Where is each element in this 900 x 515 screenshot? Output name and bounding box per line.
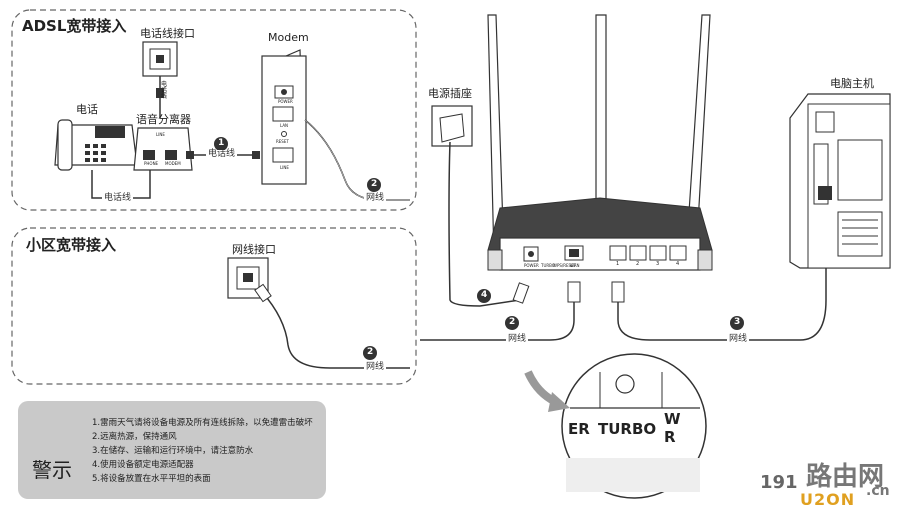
- zoom-text-turbo: TURBO: [598, 420, 657, 438]
- community-section-frame: [11, 227, 417, 385]
- zoom-detail: [561, 353, 707, 499]
- splitter-icon: [133, 127, 193, 171]
- modem-port-reset: RESET: [276, 139, 289, 144]
- step-2-wan: 2: [509, 317, 516, 327]
- warning-title: 警示: [32, 458, 72, 482]
- splitter-port-phone: PHONE: [144, 161, 159, 166]
- adsl-section-title: ADSL宽带接入: [22, 17, 127, 35]
- phone-cable-label: 电话线: [102, 193, 134, 203]
- modem-network-cable-label: 网线: [364, 193, 387, 203]
- warning-item-1: 1.雷雨天气请将设备电源及所有连线拆除，以免遭雷击破坏: [92, 418, 313, 428]
- warning-item-4: 4.使用设备额定电源适配器: [92, 460, 194, 470]
- phone-jack-icon: [142, 41, 178, 77]
- watermark-domain: .cn: [866, 483, 890, 499]
- step-3: 3: [734, 317, 741, 327]
- phone-jack-label: 电话线接口: [140, 27, 195, 40]
- modem-label: Modem: [268, 31, 309, 44]
- step-2-community: 2: [367, 347, 374, 357]
- router-port-wan: WAN: [570, 263, 580, 268]
- watermark-letters: U2ON: [800, 490, 856, 509]
- wan-cable-label: 网线: [506, 334, 529, 344]
- zoom-text-w: W: [664, 410, 681, 428]
- router-port-3: 3: [656, 261, 660, 267]
- power-socket-icon: [431, 105, 473, 147]
- splitter-port-modem: MODEM: [165, 161, 181, 166]
- warning-item-3: 3.在储存、运输和运行环境中，请注意防水: [92, 446, 254, 456]
- watermark-number: 191: [760, 472, 798, 493]
- pc-label: 电脑主机: [830, 77, 874, 90]
- pc-tower-icon: [789, 93, 891, 269]
- modem-port-line: LINE: [280, 165, 289, 170]
- step-1: 1: [218, 138, 225, 148]
- community-section-title: 小区宽带接入: [26, 236, 117, 254]
- router-icon: [487, 14, 713, 271]
- warning-item-2: 2.远离热源，保持通风: [92, 432, 177, 442]
- modem-port-power: POWER: [278, 99, 293, 104]
- router-port-turbo: TURBO: [541, 263, 555, 268]
- modem-port-lan: LAN: [280, 123, 289, 128]
- zoom-text-er: ER: [568, 420, 590, 438]
- router-port-4: 4: [676, 261, 680, 267]
- splitter-port-line: LINE: [156, 132, 165, 137]
- zoom-text-r: R: [664, 428, 676, 446]
- zoom-arrow-icon: [524, 370, 570, 412]
- vertical-cable-label: 电话线: [161, 81, 168, 100]
- watermark-brand: 路由网: [806, 462, 885, 492]
- warning-item-5: 5.将设备放置在水平平坦的表面: [92, 474, 211, 484]
- router-port-2: 2: [636, 261, 640, 267]
- step-badges: [214, 137, 744, 360]
- telephone-icon: [54, 119, 138, 171]
- telephone-label: 电话: [76, 103, 98, 116]
- lan-cable-label: 网线: [727, 334, 750, 344]
- modem-icon: [261, 49, 307, 185]
- network-jack-label: 网线接口: [232, 243, 276, 256]
- warning-panel: [18, 401, 326, 499]
- splitter-label: 语音分离器: [136, 113, 191, 126]
- power-socket-label: 电源插座: [428, 87, 472, 100]
- step-2-adsl: 2: [371, 179, 378, 189]
- community-cable-label: 网线: [364, 362, 387, 372]
- router-port-wps-reset: WPS/RESET: [553, 263, 577, 268]
- router-port-power: POWER: [524, 263, 539, 268]
- step-4: 4: [481, 290, 488, 300]
- adsl-section-frame: [11, 9, 417, 211]
- router-port-1: 1: [616, 261, 620, 267]
- phone-cable-label-2: 电话线: [206, 149, 238, 159]
